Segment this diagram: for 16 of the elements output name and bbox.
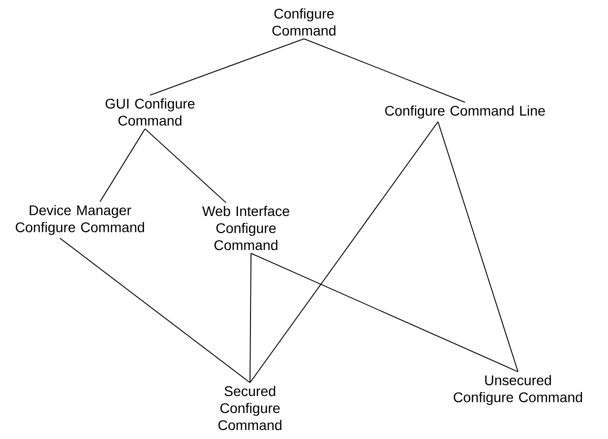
- connector-line: [250, 252, 252, 384]
- connector-line: [144, 128, 226, 204]
- node-label: Configure Command: [272, 8, 336, 36]
- connector-line: [304, 38, 466, 103]
- connector-line: [150, 38, 304, 96]
- node-label: GUI Configure Command: [106, 98, 194, 126]
- connector-line: [250, 121, 438, 384]
- connector-line: [100, 128, 146, 202]
- node-label: Configure Command Line: [385, 105, 545, 119]
- connector-line: [250, 252, 518, 372]
- node-label: Unsecured Configure Command: [454, 374, 582, 405]
- node-label: Device Manager Configure Command: [16, 204, 144, 236]
- connector-line: [438, 121, 518, 372]
- node-label: Web Interface Configure Command: [202, 206, 290, 250]
- node-label: Secured Configure Command: [218, 386, 282, 430]
- connector-line: [60, 238, 250, 384]
